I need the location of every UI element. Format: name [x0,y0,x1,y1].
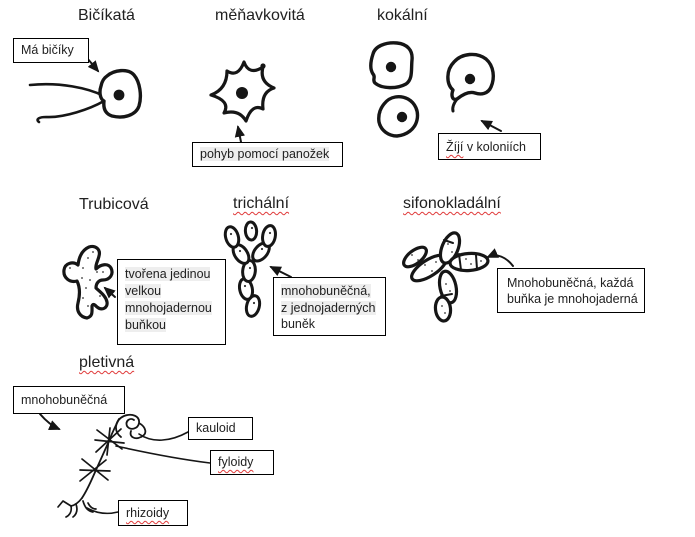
note-box-trichal[interactable]: mnohobuněčná, z jednojaderných buněk [273,277,386,336]
note-box-kolonie[interactable]: Žíjí v koloniích [438,133,541,160]
note-line: Mnohobuněčná, každá [507,276,634,290]
note-box-kauloid[interactable]: kauloid [188,417,253,440]
whorl-lower [79,458,111,482]
note-line: velkou [125,284,162,298]
note-box-panozek[interactable]: pohyb pomocí panožek [192,142,343,167]
note-line: buňkou [125,318,167,332]
arrow-kolonie [480,120,502,132]
arrow-tvorena [103,286,116,299]
note-text: kauloid [196,421,236,435]
note-line: tvořena jedinou [125,267,211,281]
note-box-ma-biciky[interactable]: Má bičíky [13,38,89,63]
arrow-trichal [269,266,292,278]
note-text: fyloidy [218,455,254,469]
note-box-rhizoidy[interactable]: rhizoidy [118,500,188,526]
note-text: pohyb pomocí panožek [200,147,330,161]
siphonocladal-filament-drawing[interactable] [400,230,490,323]
misspelled-word: Žíjí [446,140,464,154]
connector-rhizoidy [86,507,119,515]
trichal-filament-drawing[interactable] [223,220,277,318]
title-trichalni[interactable]: trichální [233,195,290,212]
title-pletivna[interactable]: pletivná [79,354,135,371]
coccal-cells-drawing[interactable] [369,41,495,138]
arrow-panozek [234,125,246,143]
connector-kauloid [138,431,189,441]
thallus-plant-drawing[interactable] [57,413,147,518]
rhizoid-roots [57,497,97,518]
note-text: Má bičíky [21,43,74,57]
title-menavkovita[interactable]: měňavkovitá [215,7,305,24]
note-line: z jednojaderných [281,300,376,315]
flagellate-cell-drawing[interactable] [28,68,143,124]
title-kokalni[interactable]: kokální [377,7,428,24]
note-box-mnohobunecna[interactable]: mnohobuněčná [13,386,125,414]
title-bicikata[interactable]: Bičíkatá [78,7,135,24]
note-line: mnohobuněčná, [281,284,371,298]
note-box-tvorena[interactable]: tvořena jedinou velkou mnohojadernou buň… [117,259,226,345]
tubular-thallus-drawing[interactable] [62,244,114,320]
note-box-fyloidy[interactable]: fyloidy [210,450,274,475]
note-line: buňka je mnohojaderná [507,292,638,306]
amoeboid-cell-drawing[interactable] [209,60,276,123]
note-text: mnohobuněčná [21,393,108,407]
note-line: mnohojadernou [125,301,212,315]
note-text: v koloniích [463,140,526,154]
whorl-upper [94,427,125,456]
note-line: buněk [281,317,316,331]
arrow-mnohobunecna [39,413,61,430]
connector-fyloidy [115,445,211,464]
title-sifonokladalni[interactable]: sifonokladální [403,195,501,212]
note-box-sifono[interactable]: Mnohobuněčná, každá buňka je mnohojadern… [497,268,645,313]
arrow-sifono [486,248,514,267]
title-trubicova[interactable]: Trubicová [79,196,149,213]
note-text: rhizoidy [126,506,170,520]
kauloid-curl [115,413,147,440]
